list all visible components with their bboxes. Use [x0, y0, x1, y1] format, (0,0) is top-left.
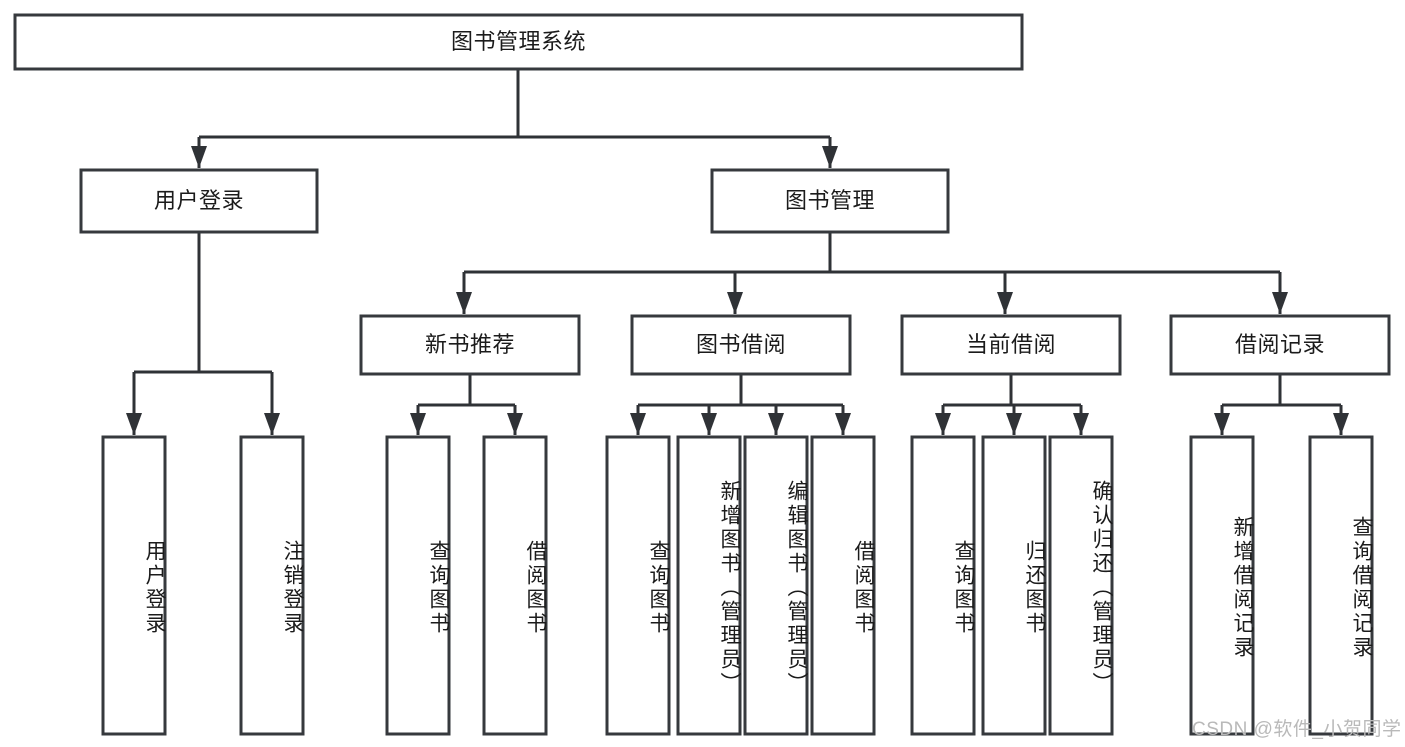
arrow-down-icon — [410, 413, 426, 435]
root-node-box[interactable] — [13, 13, 1024, 71]
arrow-down-icon — [264, 413, 280, 435]
arrow-down-icon — [126, 413, 142, 435]
node-box-current-borrow[interactable] — [900, 314, 1122, 376]
leaf-box-leaf-query-record[interactable] — [1308, 435, 1374, 736]
leaf-box-leaf-borrow-book-1[interactable] — [482, 435, 548, 736]
arrow-down-icon — [701, 413, 717, 435]
arrow-down-icon — [1073, 413, 1089, 435]
arrow-down-icon — [630, 413, 646, 435]
box-layer — [13, 13, 1391, 736]
arrow-down-icon — [835, 413, 851, 435]
leaf-box-leaf-add-book[interactable] — [676, 435, 742, 736]
arrow-down-icon — [1006, 413, 1022, 435]
connector-layer — [126, 69, 1349, 435]
arrow-down-icon — [727, 292, 743, 314]
leaf-box-leaf-query-book-1[interactable] — [385, 435, 451, 736]
arrow-down-icon — [1214, 413, 1230, 435]
arrow-down-icon — [456, 292, 472, 314]
leaf-box-leaf-query-book-3[interactable] — [910, 435, 976, 736]
arrow-down-icon — [191, 146, 207, 168]
arrow-down-icon — [997, 292, 1013, 314]
node-box-book-borrow[interactable] — [630, 314, 852, 376]
arrow-down-icon — [822, 146, 838, 168]
leaf-box-leaf-borrow-book-2[interactable] — [810, 435, 876, 736]
arrow-down-icon — [507, 413, 523, 435]
node-box-borrow-record[interactable] — [1169, 314, 1391, 376]
leaf-box-leaf-confirm-return[interactable] — [1048, 435, 1114, 736]
node-box-new-book-recommend[interactable] — [359, 314, 581, 376]
arrow-down-icon — [768, 413, 784, 435]
leaf-box-leaf-logout[interactable] — [239, 435, 305, 736]
node-box-user-login[interactable] — [79, 168, 319, 234]
arrow-down-icon — [935, 413, 951, 435]
leaf-box-leaf-add-record[interactable] — [1189, 435, 1255, 736]
leaf-box-leaf-edit-book[interactable] — [743, 435, 809, 736]
arrow-down-icon — [1272, 292, 1288, 314]
arrow-down-icon — [1333, 413, 1349, 435]
leaf-box-leaf-return-book[interactable] — [981, 435, 1047, 736]
leaf-box-leaf-user-login[interactable] — [101, 435, 167, 736]
node-box-book-management[interactable] — [710, 168, 950, 234]
leaf-box-leaf-query-book-2[interactable] — [605, 435, 671, 736]
